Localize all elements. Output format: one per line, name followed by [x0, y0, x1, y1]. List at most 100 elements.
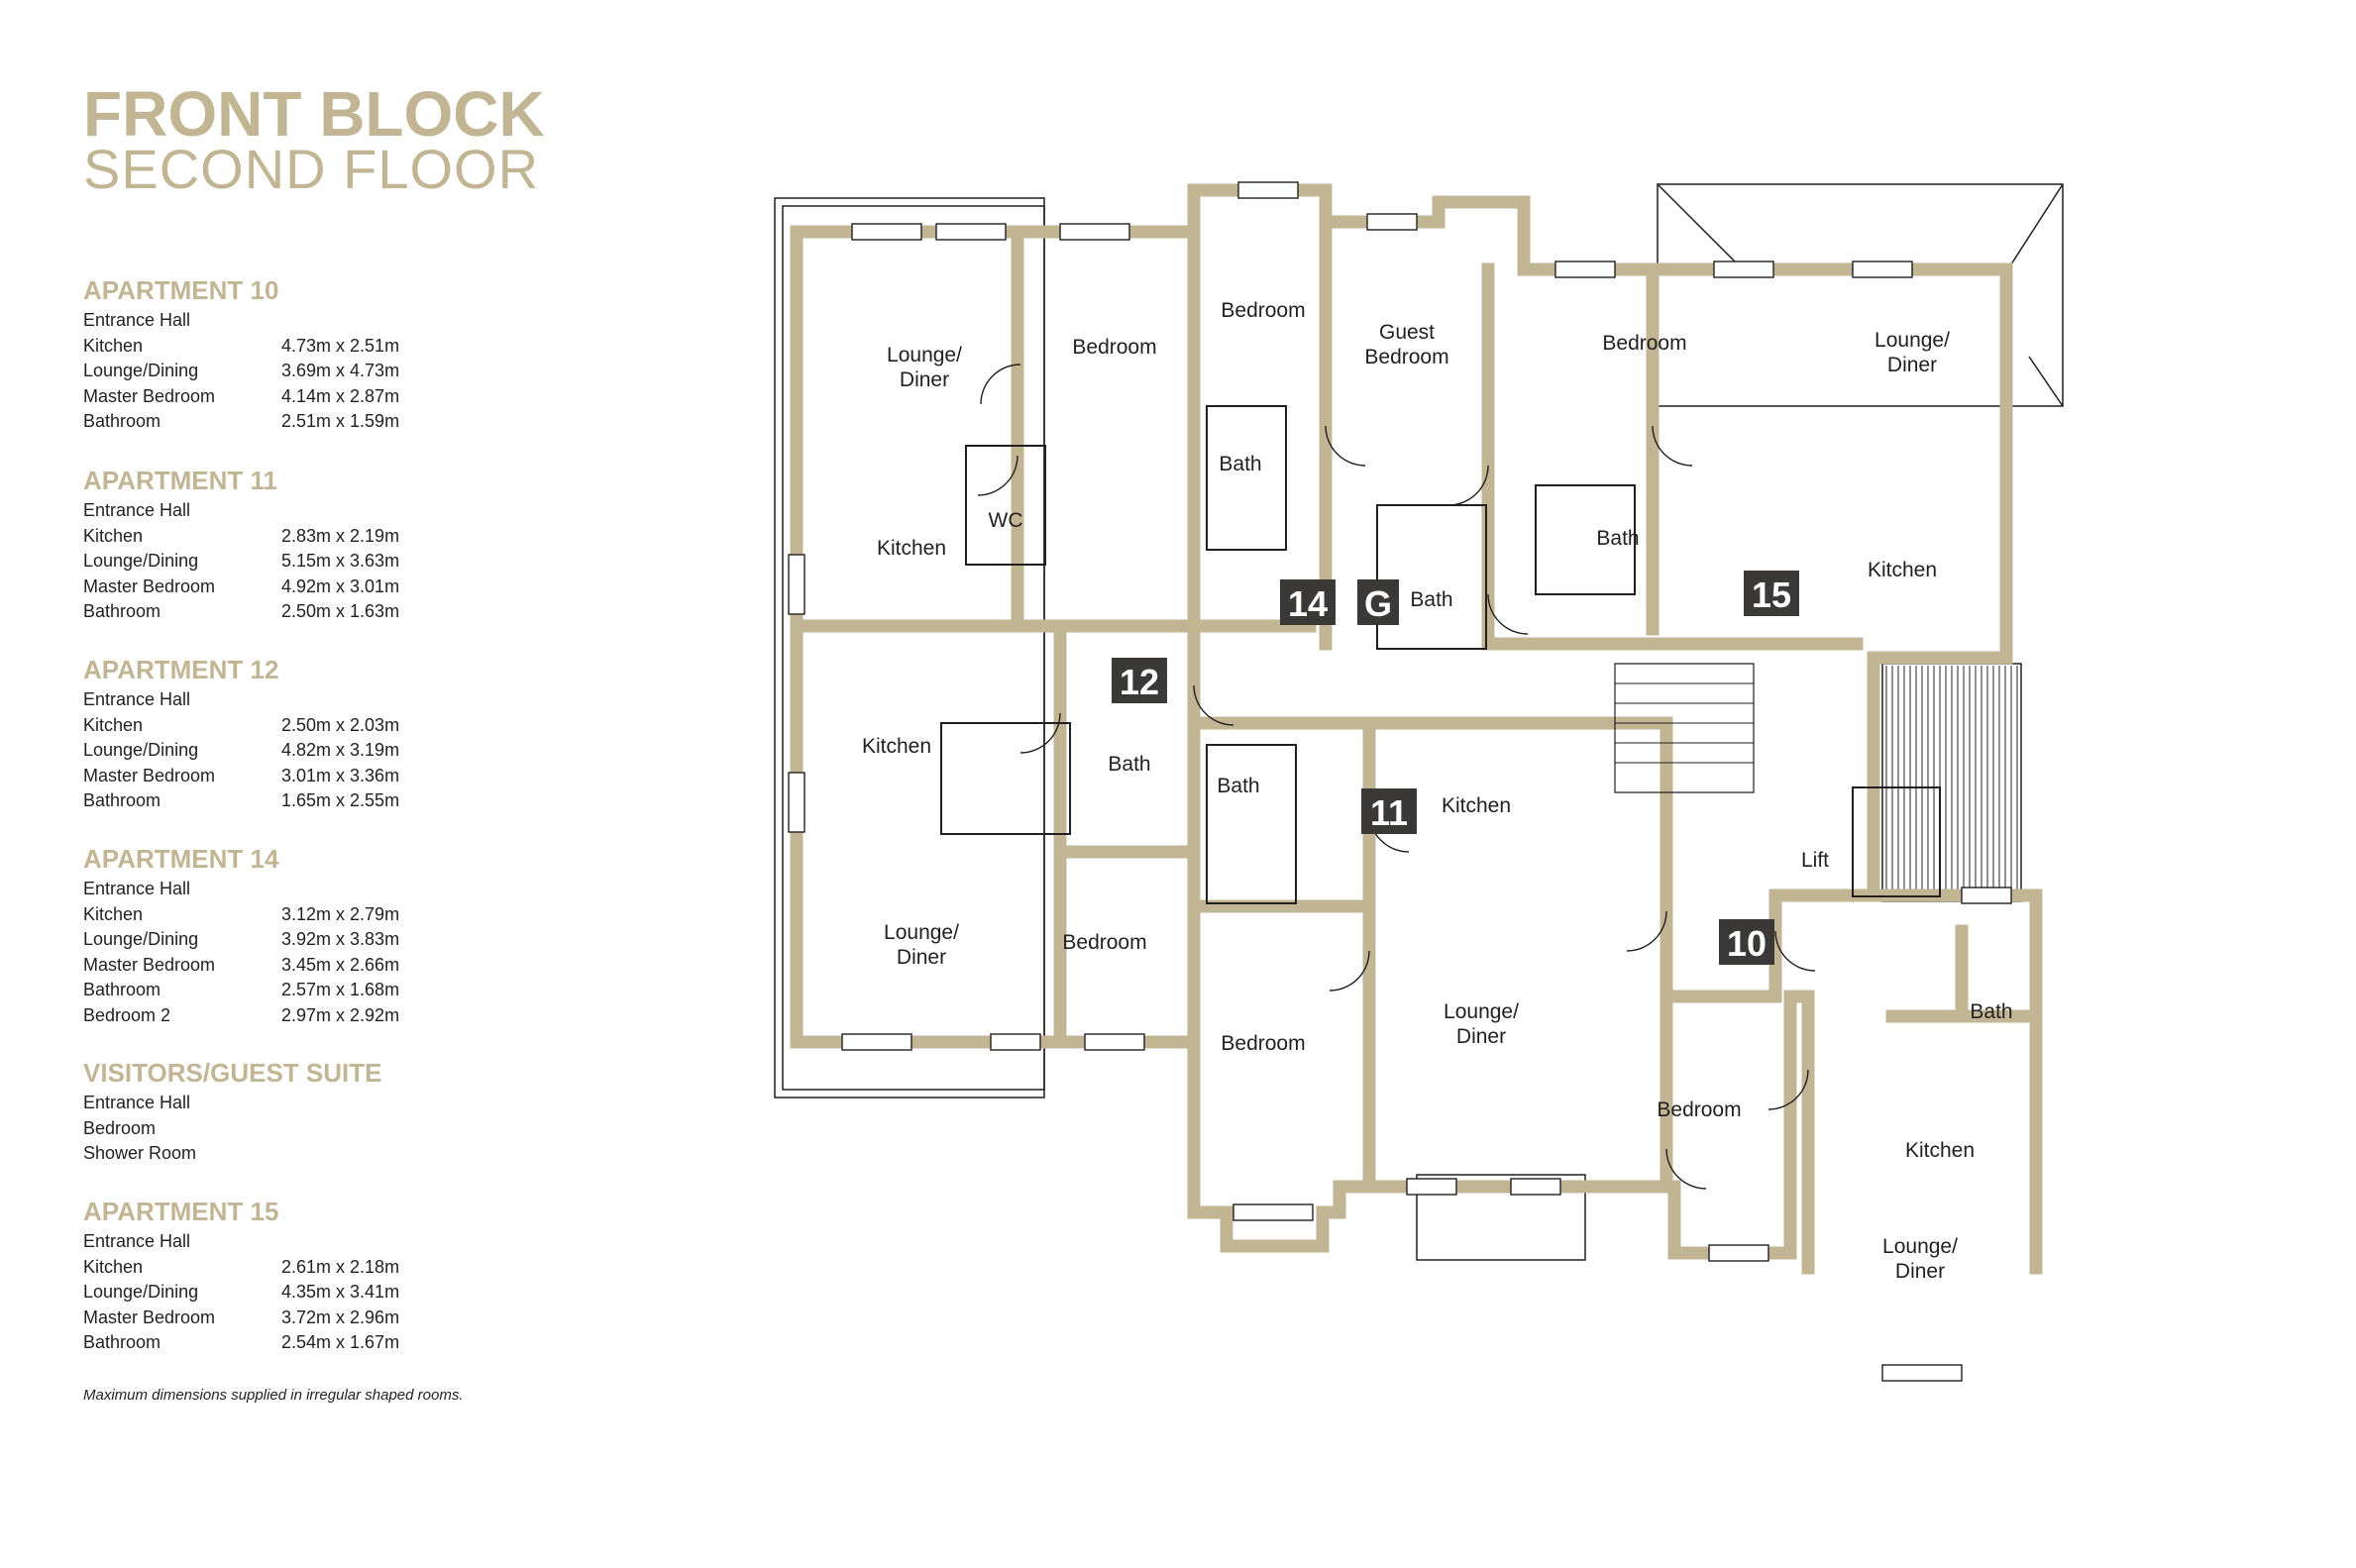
room-dimensions: 2.57m x 1.68m	[281, 980, 400, 999]
room-dimensions: 2.83m x 2.19m	[281, 525, 400, 546]
room-label: Bedroom	[1221, 1032, 1305, 1055]
room-label: Bath	[1970, 1000, 2012, 1023]
schedule-row: Kitchen 3.12m x 2.79m	[83, 902, 598, 928]
schedule-row: Bedroom	[83, 1116, 598, 1142]
page-subtitle: SECOND FLOOR	[83, 138, 540, 200]
room-name: Bathroom	[83, 1332, 161, 1352]
schedule-row: Lounge/Dining 3.69m x 4.73m	[83, 359, 598, 384]
room-dimensions: 3.12m x 2.79m	[281, 903, 400, 924]
room-name: Entrance Hall	[83, 310, 191, 330]
room-name: Master Bedroom	[83, 954, 216, 975]
room-name: Entrance Hall	[83, 879, 191, 898]
room-label: Lift	[1801, 849, 1829, 872]
room-dimensions: 4.14m x 2.87m	[281, 385, 400, 406]
page-title: FRONT BLOCK	[83, 78, 545, 150]
apartment-badge-12: 12	[1112, 658, 1167, 703]
schedule-row: Kitchen 2.83m x 2.19m	[83, 524, 598, 550]
apartment-badges: 14 G 15 12 11 10	[1112, 571, 1799, 965]
room-name: Bathroom	[83, 790, 161, 810]
room-label: Kitchen	[1905, 1139, 1975, 1162]
apartment-title: VISITORS/GUEST SUITE	[83, 1058, 382, 1088]
room-label: Kitchen	[877, 537, 946, 560]
room-dimensions: 4.82m x 3.19m	[281, 740, 400, 760]
room-name: Bedroom 2	[83, 1004, 171, 1025]
schedule-row: Entrance Hall	[83, 498, 598, 524]
room-name: Bathroom	[83, 411, 161, 431]
room-name: Kitchen	[83, 903, 144, 924]
room-label: Bedroom	[1602, 332, 1686, 355]
room-label: Lounge/Diner	[884, 921, 959, 969]
svg-text:12: 12	[1120, 662, 1159, 702]
room-name: Lounge/Dining	[83, 361, 199, 380]
room-name: Bedroom	[83, 1117, 157, 1138]
schedule-panel: FRONT BLOCK SECOND FLOOR APARTMENT 10 En…	[83, 0, 598, 1568]
room-dimensions: 2.97m x 2.92m	[281, 1004, 400, 1025]
room-dimensions: 3.72m x 2.96m	[281, 1307, 400, 1327]
room-dimensions: 2.51m x 1.59m	[281, 411, 400, 431]
apartment-badge-14: 14	[1280, 579, 1336, 625]
room-name: Entrance Hall	[83, 689, 191, 709]
footnote: Maximum dimensions supplied in irregular…	[83, 1387, 464, 1404]
room-name: Master Bedroom	[83, 575, 216, 596]
room-label: Kitchen	[862, 735, 931, 758]
room-label: Bath	[1410, 588, 1452, 611]
room-label: Bath	[1596, 527, 1639, 550]
room-dimensions: 2.50m x 1.63m	[281, 601, 400, 621]
schedule-row: Shower Room	[83, 1141, 598, 1167]
facade-outline	[774, 183, 2064, 1261]
room-name: Kitchen	[83, 1256, 144, 1277]
room-dimensions: 3.92m x 3.83m	[281, 929, 400, 949]
apartment-badge-10: 10	[1719, 919, 1774, 965]
floor-plan-drawing: Lounge/Diner Bedroom Kitchen WC Bedroom …	[774, 181, 2064, 1382]
room-name: Lounge/Dining	[83, 929, 199, 949]
apartment-title: APARTMENT 15	[83, 1197, 279, 1226]
balcony-hatch	[1885, 666, 2018, 899]
room-label: Bedroom	[1221, 299, 1305, 322]
door-swings	[977, 364, 1816, 1190]
room-name: Lounge/Dining	[83, 740, 199, 760]
room-label: Bedroom	[1657, 1098, 1741, 1121]
room-dimensions: 2.54m x 1.67m	[281, 1332, 400, 1352]
apartment-title: APARTMENT 11	[83, 466, 277, 495]
room-name: Entrance Hall	[83, 1231, 191, 1251]
schedule-row: Entrance Hall	[83, 877, 598, 902]
room-label: WC	[989, 509, 1023, 532]
room-dimensions: 5.15m x 3.63m	[281, 551, 400, 571]
apartment-14-schedule: APARTMENT 14 Entrance Hall Kitchen 3.12m …	[83, 841, 598, 1028]
room-labels: Lounge/Diner Bedroom Kitchen WC Bedroom …	[862, 299, 2013, 1283]
room-dimensions: 3.45m x 2.66m	[281, 954, 400, 975]
room-name: Bathroom	[83, 601, 161, 621]
schedule-row: Entrance Hall	[83, 308, 598, 334]
schedule-row: Bathroom 2.54m x 1.67m	[83, 1330, 598, 1356]
room-label: Bath	[1219, 453, 1261, 475]
schedule-row: Entrance Hall	[83, 1229, 598, 1255]
room-dimensions: 3.69m x 4.73m	[281, 361, 400, 380]
room-name: Lounge/Dining	[83, 1282, 199, 1302]
room-name: Kitchen	[83, 714, 144, 735]
room-label: Lounge/Diner	[887, 344, 962, 391]
detail-lines	[940, 405, 1941, 904]
room-name: Kitchen	[83, 525, 144, 546]
schedule-row: Master Bedroom 3.45m x 2.66m	[83, 953, 598, 979]
svg-text:14: 14	[1288, 583, 1328, 624]
apartment-badge-15: 15	[1744, 571, 1799, 616]
room-dimensions: 1.65m x 2.55m	[281, 790, 400, 810]
room-label: Lounge/Diner	[1882, 1235, 1958, 1283]
room-label: Kitchen	[1442, 794, 1511, 817]
room-name: Entrance Hall	[83, 1093, 191, 1112]
svg-text:10: 10	[1727, 923, 1767, 964]
room-name: Master Bedroom	[83, 1307, 216, 1327]
apartment-title: APARTMENT 14	[83, 844, 279, 874]
schedule-row: Master Bedroom 3.72m x 2.96m	[83, 1306, 598, 1331]
apartment-badge-guest: G	[1357, 579, 1399, 625]
room-dimensions: 4.73m x 2.51m	[281, 335, 400, 356]
